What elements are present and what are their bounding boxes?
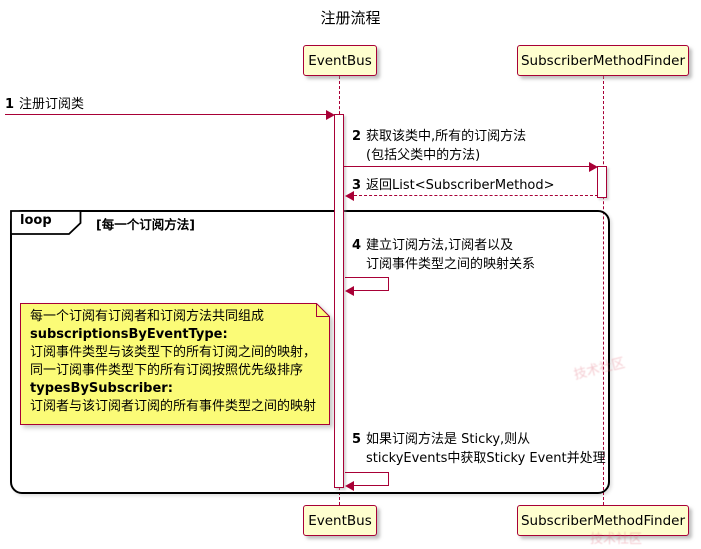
eventbus-activation bbox=[334, 114, 344, 488]
message-1-arrowhead bbox=[326, 110, 335, 120]
finder-lifeline bbox=[603, 76, 604, 505]
loop-frame bbox=[10, 210, 610, 494]
message-5-text-line1: 如果订阅方法是 Sticky,则从 bbox=[366, 432, 531, 447]
message-1-label: 1 注册订阅类 bbox=[5, 95, 84, 114]
participant-eventbus-bottom: EventBus bbox=[303, 505, 377, 536]
loop-keyword: loop bbox=[20, 213, 52, 228]
diagram-title: 注册流程 bbox=[320, 9, 381, 27]
message-5-arrowhead bbox=[345, 481, 354, 491]
message-4-text-line1: 建立订阅方法,订阅者以及 bbox=[366, 238, 514, 253]
note-shape bbox=[20, 303, 330, 425]
message-5-self-bottom bbox=[354, 485, 389, 486]
message-2-line bbox=[344, 166, 590, 167]
note-line-3: 订阅事件类型与该类型下的所有订阅之间的映射， bbox=[30, 345, 317, 360]
message-2-arrowhead bbox=[589, 162, 598, 172]
watermark-corner: 技术社区 bbox=[590, 532, 643, 547]
message-1-text: 注册订阅类 bbox=[19, 97, 85, 112]
note-line-1: 每一个订阅有订阅者和订阅方法共同组成 bbox=[30, 309, 265, 324]
message-5-text-line2: stickyEvents中获取Sticky Event并处理 bbox=[366, 451, 606, 466]
message-3-arrowhead bbox=[345, 191, 354, 201]
loop-label: loop bbox=[10, 210, 82, 235]
note-line-6: 订阅者与该订阅者订阅的所有事件类型之间的映射 bbox=[30, 399, 317, 414]
message-2-label: 2 获取该类中,所有的订阅方法 (包括父类中的方法) bbox=[352, 127, 526, 165]
message-5-self-right bbox=[388, 472, 389, 486]
message-5-number: 5 bbox=[352, 432, 362, 447]
message-5-self-top bbox=[345, 472, 389, 473]
loop-guard: [每一个订阅方法] bbox=[96, 217, 195, 232]
loop-label-pentagon bbox=[10, 210, 82, 235]
message-2-number: 2 bbox=[352, 129, 362, 144]
message-4-self-bottom bbox=[354, 290, 389, 291]
message-4-number: 4 bbox=[352, 238, 362, 253]
message-1-line bbox=[5, 114, 327, 115]
message-4-arrowhead bbox=[345, 286, 354, 296]
message-4-label: 4 建立订阅方法,订阅者以及 订阅事件类型之间的映射关系 bbox=[352, 236, 535, 274]
note-line-2: subscriptionsByEventType: bbox=[30, 327, 228, 342]
message-4-text-line2: 订阅事件类型之间的映射关系 bbox=[366, 257, 536, 272]
message-2-text-line2: (包括父类中的方法) bbox=[366, 148, 481, 163]
finder-activation bbox=[597, 166, 607, 198]
message-4-self-top bbox=[345, 277, 389, 278]
note-text: 每一个订阅有订阅者和订阅方法共同组成 subscriptionsByEventT… bbox=[30, 308, 316, 416]
note-line-4: 同一订阅事件类型下的所有订阅按照优先级排序 bbox=[30, 363, 304, 378]
message-3-number: 3 bbox=[352, 178, 362, 193]
message-3-label: 3 返回List<SubscriberMethod> bbox=[352, 176, 555, 195]
message-2-text-line1: 获取该类中,所有的订阅方法 bbox=[366, 129, 527, 144]
message-3-text: 返回List<SubscriberMethod> bbox=[366, 178, 555, 193]
message-3-line bbox=[354, 195, 598, 196]
participant-eventbus-top: EventBus bbox=[303, 45, 377, 76]
message-1-number: 1 bbox=[5, 97, 15, 112]
note: 每一个订阅有订阅者和订阅方法共同组成 subscriptionsByEventT… bbox=[20, 303, 330, 425]
note-line-5: typesBySubscriber: bbox=[30, 381, 173, 396]
participant-finder-top: SubscriberMethodFinder bbox=[517, 45, 689, 76]
participant-finder-bottom: SubscriberMethodFinder bbox=[517, 505, 689, 536]
message-4-self-right bbox=[388, 277, 389, 291]
message-5-label: 5 如果订阅方法是 Sticky,则从 stickyEvents中获取Sticky… bbox=[352, 430, 606, 468]
